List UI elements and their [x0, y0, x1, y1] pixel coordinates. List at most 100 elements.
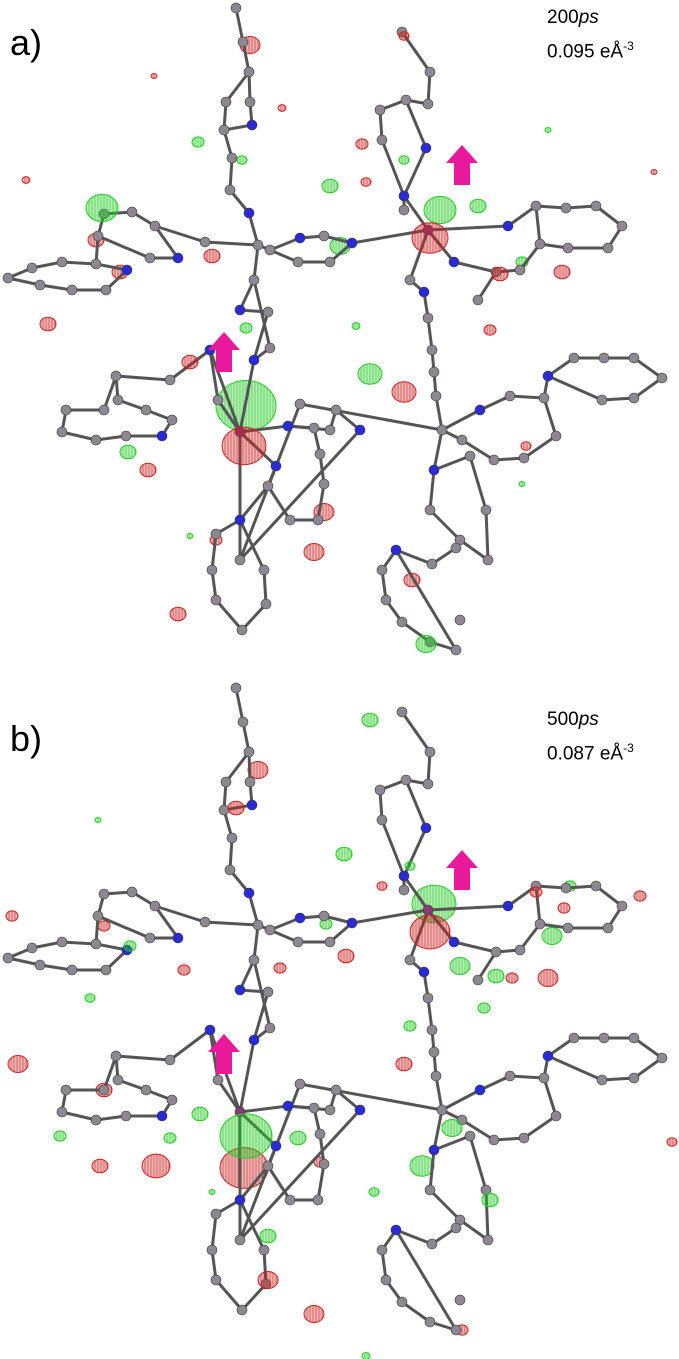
- blob-body: [219, 1113, 273, 1159]
- carbon-atom: [100, 284, 112, 296]
- carbon-atom: [482, 1234, 494, 1246]
- blob-body: [404, 861, 416, 871]
- carbon-atom: [264, 924, 276, 936]
- bond: [114, 374, 172, 382]
- bond: [238, 1164, 270, 1202]
- negative-density-blob: [277, 104, 287, 112]
- positive-density-blob: [544, 126, 552, 134]
- carbon-atom: [380, 594, 392, 606]
- arrow-shape: [446, 850, 478, 890]
- blob-body: [84, 993, 96, 1003]
- carbon-atom: [424, 504, 436, 516]
- positive-density-blob: [163, 1132, 177, 1144]
- bond: [478, 394, 512, 412]
- carbon-atom: [436, 1104, 448, 1116]
- blob-body: [398, 155, 410, 165]
- bond: [114, 1054, 172, 1062]
- positive-density-blob: [469, 198, 487, 214]
- bond: [240, 1282, 268, 1312]
- carbon-atom: [400, 94, 412, 106]
- nitrogen-atom: [474, 1084, 486, 1096]
- carbon-atom: [262, 480, 274, 492]
- bond: [252, 310, 270, 362]
- carbon-atom: [560, 202, 572, 214]
- bond: [228, 156, 234, 192]
- nitrogen-atom: [172, 252, 184, 264]
- nitrogen-atom: [502, 220, 514, 232]
- carbon-atom: [534, 918, 546, 930]
- carbon-atom: [424, 746, 436, 758]
- carbon-atom: [220, 96, 232, 108]
- positive-density-blob: [123, 940, 137, 952]
- bond: [632, 376, 664, 400]
- nitrogen-atom: [270, 1140, 282, 1152]
- carbon-atom: [324, 936, 336, 948]
- bond: [60, 1110, 98, 1122]
- carbon-atom: [199, 236, 211, 248]
- nitrogen-atom: [428, 1144, 440, 1156]
- carbon-atom: [218, 124, 230, 136]
- blob-body: [39, 316, 57, 332]
- carbon-atom: [656, 1052, 668, 1064]
- negative-density-blob: [7, 1055, 29, 1073]
- carbon-atom: [56, 426, 68, 438]
- carbon-atom: [166, 1094, 178, 1106]
- bond: [426, 228, 456, 264]
- up-arrow-icon: [208, 332, 240, 372]
- bond: [594, 884, 624, 908]
- positive-density-blob: [239, 322, 253, 334]
- bond: [428, 1148, 436, 1192]
- carbon-atom: [164, 1054, 176, 1066]
- carbon-atom: [264, 244, 276, 256]
- blob-body: [289, 1130, 307, 1146]
- nitrogen-atom: [420, 142, 432, 154]
- carbon-atom: [596, 394, 608, 406]
- carbon-atom: [596, 1074, 608, 1086]
- carbon-atom: [424, 1184, 436, 1196]
- bond: [402, 146, 428, 198]
- carbon-atom: [324, 424, 336, 436]
- bond: [546, 1054, 604, 1082]
- negative-density-blob: [247, 761, 269, 779]
- carbon-atom: [92, 910, 104, 922]
- time-label: 200ps: [547, 7, 599, 28]
- positive-density-blob: [191, 136, 205, 148]
- carbon-atom: [120, 1110, 132, 1122]
- negative-density-blob: [141, 1153, 171, 1179]
- carbon-atom: [602, 922, 614, 934]
- bond: [238, 278, 256, 312]
- carbon-atom: [264, 342, 276, 354]
- carbon-atom: [318, 230, 330, 242]
- nitrogen-atom: [156, 1110, 168, 1122]
- positive-density-blob: [84, 993, 96, 1003]
- carbon-atom: [550, 1110, 562, 1122]
- nitrogen-atom: [398, 870, 410, 882]
- bond: [402, 826, 428, 878]
- carbon-atom: [2, 952, 14, 964]
- carbon-atom: [628, 352, 640, 364]
- bond: [434, 1074, 444, 1112]
- blob-body: [227, 800, 245, 816]
- negative-density-blob: [633, 890, 647, 902]
- carbon-atom: [472, 974, 484, 986]
- bond: [268, 236, 302, 252]
- carbon-atom: [454, 1294, 466, 1306]
- bond: [350, 908, 430, 925]
- negative-density-blob: [5, 910, 19, 922]
- carbon-atom: [590, 880, 602, 892]
- bond: [542, 1076, 558, 1118]
- carbon-atom: [140, 404, 152, 416]
- carbon-atom: [318, 910, 330, 922]
- bond: [400, 1300, 432, 1324]
- carbon-atom: [260, 598, 272, 610]
- carbon-atom: [252, 239, 264, 251]
- bond: [508, 1074, 546, 1080]
- carbon-atom: [166, 414, 178, 426]
- bond: [224, 70, 251, 104]
- carbon-atom: [236, 1304, 248, 1316]
- negative-density-blob: [177, 964, 191, 976]
- blob-body: [361, 712, 379, 728]
- bond: [96, 914, 152, 940]
- bond: [434, 394, 444, 432]
- negative-density-blob: [505, 972, 519, 984]
